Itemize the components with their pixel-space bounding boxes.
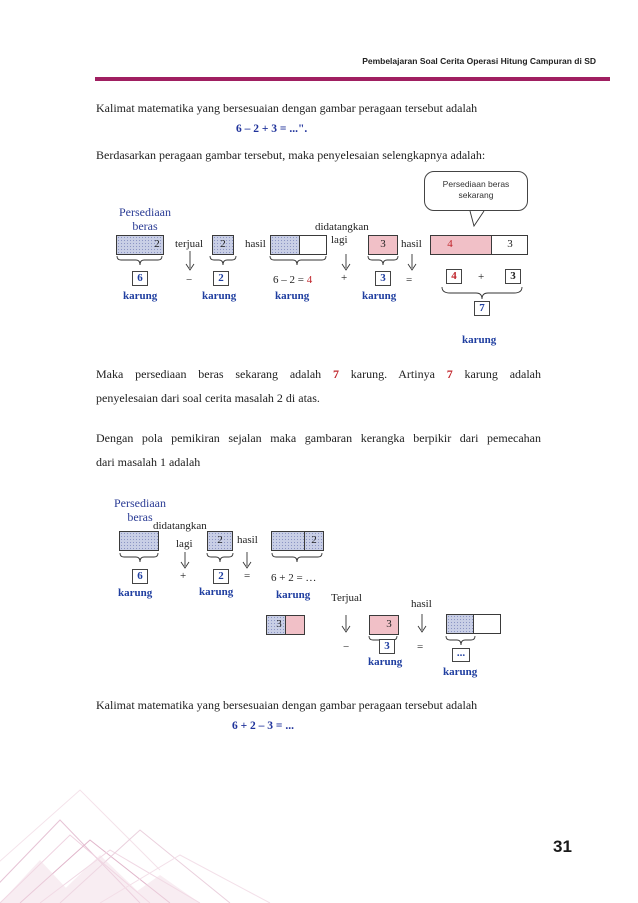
- op2-minus: −: [343, 641, 350, 653]
- bag-stock-number: 2: [154, 238, 160, 250]
- page-number: 31: [553, 837, 572, 856]
- label-didatangkan: didatangkan: [315, 221, 369, 233]
- unit-karung-4: karung: [362, 290, 397, 302]
- expr-6-minus-2: 6 – 2 = 4: [273, 274, 313, 286]
- count-box-2: 2: [213, 271, 229, 286]
- bag2-incoming-number: 2: [217, 534, 223, 546]
- label-hasil-2: hasil: [401, 238, 422, 250]
- count-box-3: 3: [375, 271, 391, 286]
- count2-box-3: 3: [379, 639, 395, 654]
- bag-stock-start: [116, 235, 164, 255]
- bag2-before-sale-number: 3: [276, 618, 282, 630]
- bag-sold: [212, 235, 234, 255]
- bag-result-filled: [270, 235, 300, 255]
- unit2-karung-3: karung: [276, 589, 311, 601]
- bag2-result-filled: [271, 531, 305, 551]
- count-box-7: 7: [474, 301, 490, 316]
- count-box-3b: 3: [505, 269, 521, 284]
- unit2-karung-5: karung: [443, 666, 478, 678]
- bag2-sold-number: 3: [386, 618, 392, 630]
- op-equals: =: [406, 274, 413, 286]
- op2-plus: +: [180, 570, 187, 582]
- bag-result-empty: [299, 235, 327, 255]
- label-hasil-1: hasil: [245, 238, 266, 250]
- label-beras-2: beras: [127, 510, 153, 524]
- count-box-6: 6: [132, 271, 148, 286]
- section2-line4: dari masalah 1 adalah: [96, 455, 201, 469]
- bag-sold-number: 2: [220, 238, 226, 250]
- bag-final-right-number: 3: [507, 238, 513, 250]
- section2-line3: Dengan pola pemikiran sejalan maka gamba…: [96, 431, 541, 445]
- corner-decoration: [0, 789, 271, 903]
- label-hasil-4: hasil: [411, 598, 432, 610]
- unit2-karung-2: karung: [199, 586, 234, 598]
- bag-incoming: [368, 235, 398, 255]
- label-lagi: lagi: [331, 234, 348, 246]
- bag-incoming-number: 3: [380, 238, 386, 250]
- label-persediaan-2: Persediaan: [114, 496, 166, 510]
- bag2-before-sale: [266, 615, 286, 635]
- bag2-stock-start: [119, 531, 159, 551]
- count2-box-6: 6: [132, 569, 148, 584]
- label-lagi-2: lagi: [176, 538, 193, 550]
- count-box-4: 4: [446, 269, 462, 284]
- header-rule: [95, 77, 610, 81]
- label-terjual: terjual: [175, 238, 204, 250]
- unit-karung-3: karung: [275, 290, 310, 302]
- label-terjual-2: Terjual: [331, 592, 362, 604]
- unit-karung-1: karung: [123, 290, 158, 302]
- unit-karung-2: karung: [202, 290, 237, 302]
- section2-line1: Maka persediaan beras sekarang adalah 7 …: [96, 367, 541, 381]
- bag2-result-added: [304, 531, 324, 551]
- bag2-final-empty: [473, 614, 501, 634]
- op-plus-2: +: [478, 271, 485, 283]
- label-didatangkan-2: didatangkan: [153, 520, 207, 532]
- section1-intro: Kalimat matematika yang bersesuaian deng…: [96, 101, 478, 115]
- bag2-sold-part: [285, 615, 305, 635]
- section1-line2: Berdasarkan peragaan gambar tersebut, ma…: [96, 148, 486, 162]
- bag-final-right: [491, 235, 528, 255]
- label-hasil-3: hasil: [237, 534, 258, 546]
- unit2-karung-4: karung: [368, 656, 403, 668]
- op-minus: −: [186, 274, 193, 286]
- op-plus: +: [341, 272, 348, 284]
- running-header: Pembelajaran Soal Cerita Operasi Hitung …: [362, 56, 596, 66]
- label-persediaan: Persediaan: [119, 205, 171, 219]
- section1-equation: 6 – 2 + 3 = ...".: [236, 123, 308, 135]
- bag2-sold: [369, 615, 399, 635]
- section3-intro: Kalimat matematika yang bersesuaian deng…: [96, 698, 478, 712]
- op2-equals: =: [244, 570, 251, 582]
- op2-equals-2: =: [417, 641, 424, 653]
- bag2-result-number: 2: [311, 534, 317, 546]
- bag2-final-filled: [446, 614, 474, 634]
- bag-final-left-number: 4: [447, 238, 453, 250]
- unit2-karung-1: karung: [118, 587, 153, 599]
- count2-box-2: 2: [213, 569, 229, 584]
- unit-karung-5: karung: [462, 334, 497, 346]
- bag2-incoming: [207, 531, 233, 551]
- callout-persediaan-sekarang: Persediaan beras sekarang: [424, 171, 528, 211]
- section2-line2: penyelesaian dari soal cerita masalah 2 …: [96, 391, 320, 405]
- count2-box-result: ...: [452, 648, 470, 662]
- section3-equation: 6 + 2 – 3 = ...: [232, 720, 294, 732]
- expr2-6-plus-2: 6 + 2 = …: [271, 572, 317, 584]
- label-beras: beras: [132, 219, 158, 233]
